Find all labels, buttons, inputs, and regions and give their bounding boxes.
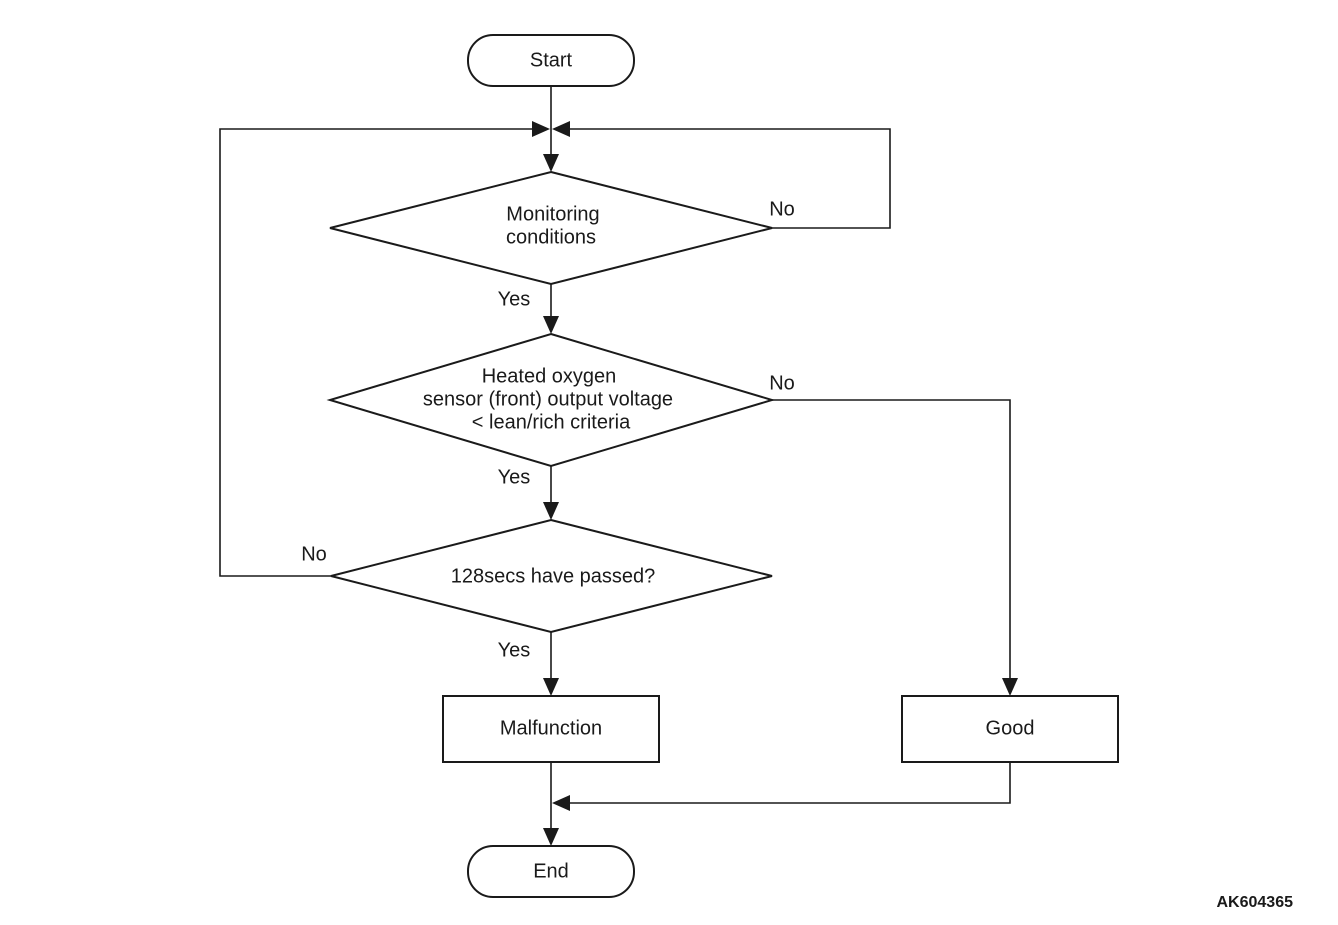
start-label: Start (530, 49, 573, 71)
sensor-label-line1: Heated oxygen (482, 365, 617, 387)
figure-id: AK604365 (1217, 894, 1294, 911)
arrowhead-into-timer (543, 502, 559, 520)
end-terminal: End (467, 845, 635, 898)
monitoring-label-line1: Monitoring (506, 203, 599, 225)
edge-monitoring-no-loop (567, 128, 891, 229)
arrowhead-into-end (543, 828, 559, 846)
branch-timer-no: No (301, 543, 327, 565)
arrowhead-into-monitoring (543, 154, 559, 172)
edge-timer-no-loop (219, 128, 535, 577)
start-terminal: Start (467, 34, 635, 87)
malfunction-label: Malfunction (500, 717, 602, 739)
arrowhead-right-loop (552, 121, 570, 137)
monitoring-label-line2: conditions (506, 226, 596, 248)
end-label: End (533, 860, 569, 882)
sensor-label-line3: < lean/rich criteria (472, 411, 631, 433)
timer-label: 128secs have passed? (451, 565, 656, 587)
arrowhead-good-join (552, 795, 570, 811)
decision-monitoring-conditions: Monitoring conditions (329, 170, 773, 286)
arrowhead-into-sensor (543, 316, 559, 334)
edge-good-to-end (567, 762, 1011, 804)
process-good: Good (901, 695, 1119, 763)
branch-sensor-yes: Yes (498, 466, 531, 488)
arrowhead-into-malfunction (543, 678, 559, 696)
good-label: Good (986, 717, 1035, 739)
edge-sensor-no (772, 399, 1011, 682)
process-malfunction: Malfunction (442, 695, 660, 763)
branch-sensor-no: No (769, 372, 795, 394)
decision-timer: 128secs have passed? (330, 518, 773, 634)
branch-monitoring-no: No (769, 198, 795, 220)
branch-monitoring-yes: Yes (498, 288, 531, 310)
decision-sensor-voltage: Heated oxygen sensor (front) output volt… (326, 332, 776, 468)
arrowhead-into-good (1002, 678, 1018, 696)
arrowhead-left-loop (532, 121, 550, 137)
sensor-label-line2: sensor (front) output voltage (423, 388, 673, 410)
branch-timer-yes: Yes (498, 639, 531, 661)
